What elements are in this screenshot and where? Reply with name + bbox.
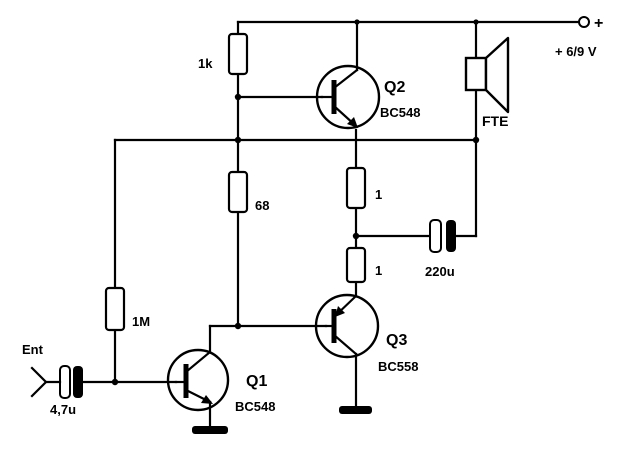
resistor-1-lower-body: [345, 246, 367, 284]
resistor-1k: 1k: [198, 32, 249, 76]
speaker-label: FTE: [482, 113, 508, 129]
q2-name-label: Q2: [384, 79, 405, 96]
q1-body: [166, 348, 230, 412]
q2-body: [315, 64, 381, 130]
capacitor-220u-label: 220u: [425, 264, 455, 279]
transistor-q3: Q3 BC558: [314, 293, 418, 374]
resistor-1-upper-body: [345, 166, 367, 210]
supply-terminal: + + 6/9 V: [555, 15, 603, 59]
q1-name-label: Q1: [246, 373, 267, 390]
capacitor-in-plate-left: [59, 365, 71, 399]
supply-plus-sign: +: [594, 15, 603, 32]
resistor-1-upper-label: 1: [375, 187, 382, 202]
q3-part-label: BC558: [378, 359, 418, 374]
capacitor-220u: 220u: [425, 219, 456, 279]
speaker-cone-icon: [484, 36, 510, 114]
resistor-1-lower: 1: [345, 246, 382, 284]
resistor-1m-label: 1M: [132, 314, 150, 329]
junction-dot: [354, 19, 360, 25]
resistor-68: 68: [227, 170, 269, 214]
supply-voltage-label: + 6/9 V: [555, 44, 597, 59]
junction-dot: [473, 19, 479, 25]
q3-name-label: Q3: [386, 332, 407, 349]
junction-dot: [472, 136, 480, 144]
speaker: FTE: [464, 36, 510, 129]
speaker-magnet: [464, 56, 488, 92]
transistor-q1: Q1 BC548: [166, 348, 275, 414]
junction-dot: [111, 378, 119, 386]
resistor-68-body: [227, 170, 249, 214]
resistor-1k-label: 1k: [198, 56, 213, 71]
capacitor-4-7u: 4,7u: [50, 365, 83, 417]
capacitor-220u-plate-left: [429, 219, 442, 253]
q3-collector: [332, 333, 358, 356]
ground-q1-icon: [192, 426, 228, 434]
junction-dot: [352, 232, 360, 240]
q3-emitter-arrow-icon: [335, 306, 345, 317]
resistor-68-label: 68: [255, 198, 269, 213]
resistor-1m: 1M: [104, 286, 150, 332]
q2-collector: [332, 68, 359, 90]
input-terminal: Ent: [22, 342, 62, 398]
resistor-1m-body: [104, 286, 126, 332]
input-arrow-icon: [30, 366, 48, 398]
junction-dot: [234, 93, 242, 101]
capacitor-in-plate-right: [73, 366, 83, 398]
q2-part-label: BC548: [380, 105, 420, 120]
junction-dot: [234, 322, 242, 330]
capacitor-220u-plate-right: [446, 220, 456, 252]
capacitor-in-label: 4,7u: [50, 402, 76, 417]
q1-part-label: BC548: [235, 399, 275, 414]
resistor-1-lower-label: 1: [375, 263, 382, 278]
ground-q3-icon: [339, 406, 372, 414]
resistor-1k-body: [227, 32, 249, 76]
q1-collector: [184, 350, 212, 374]
q2-emitter-arrow-icon: [347, 117, 358, 128]
q1-emitter-arrow-icon: [201, 395, 213, 404]
transistor-q2: Q2 BC548: [315, 64, 420, 130]
q3-body: [314, 293, 380, 359]
supply-terminal-circle: [578, 16, 590, 28]
junction-dots: [111, 19, 480, 386]
resistor-1-upper: 1: [345, 166, 382, 210]
wires: [76, 20, 580, 428]
input-label: Ent: [22, 342, 44, 357]
junction-dot: [234, 136, 242, 144]
